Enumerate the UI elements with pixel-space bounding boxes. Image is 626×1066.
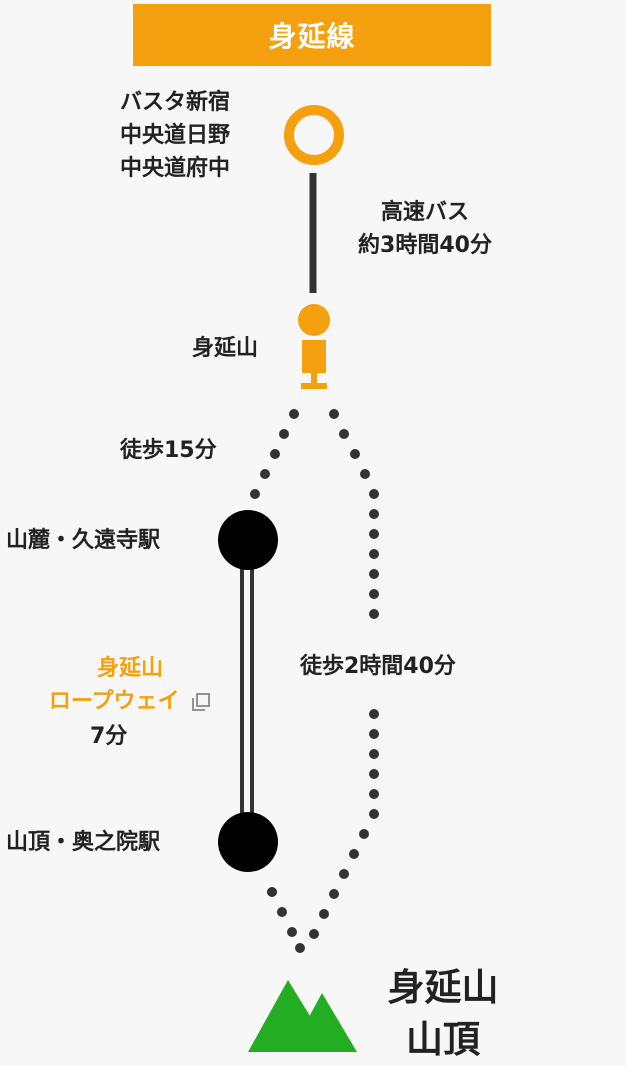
walk-dot	[349, 849, 359, 859]
stop-minobusan: 身延山	[192, 336, 259, 361]
summit-line-2: 山頂	[406, 1018, 480, 1061]
summit-label: 身延山 山頂	[376, 962, 510, 1066]
walk-short-label: 徒歩15分	[120, 438, 217, 463]
ropeway-name-2[interactable]: ロープウェイ	[48, 689, 180, 714]
walk-dot	[339, 429, 349, 439]
ropeway-label: 身延山 ロープウェイ	[30, 652, 230, 718]
bus-stop-sign-icon	[298, 304, 330, 389]
walk-dot	[277, 907, 287, 917]
walk-dot	[319, 909, 329, 919]
summit-line-1: 身延山	[387, 966, 499, 1009]
walk-dot	[287, 927, 297, 937]
walk-dot	[369, 589, 379, 599]
walk-dot	[369, 769, 379, 779]
walk-dot	[369, 549, 379, 559]
bus-mode: 高速バス	[380, 200, 469, 225]
route-header: 身延線	[133, 4, 491, 66]
walk-dot	[260, 469, 270, 479]
route-title: 身延線	[268, 20, 356, 53]
walk-dot	[359, 829, 369, 839]
walk-dot	[289, 409, 299, 419]
walk-dot	[369, 609, 379, 619]
walk-dot	[369, 489, 379, 499]
walk-dot	[270, 449, 280, 459]
walk-dot	[339, 869, 349, 879]
origin-stop-2: 中央道日野	[120, 123, 231, 148]
walk-dot	[369, 809, 379, 819]
walk-dot	[369, 709, 379, 719]
walk-dot	[329, 889, 339, 899]
external-link-icon[interactable]	[191, 692, 211, 712]
walk-dots-long	[309, 409, 379, 939]
walk-dot	[369, 529, 379, 539]
origin-stop-1: バスタ新宿	[120, 90, 231, 115]
mountain-icon	[248, 980, 357, 1052]
walk-dot	[295, 943, 305, 953]
walk-dot	[329, 409, 339, 419]
station-dot-icon	[218, 812, 278, 872]
walk-dot	[369, 729, 379, 739]
walk-dot	[250, 489, 260, 499]
walk-dot	[267, 887, 277, 897]
walk-dot	[369, 569, 379, 579]
origin-stop-3: 中央道府中	[120, 156, 231, 181]
walk-dot	[369, 789, 379, 799]
walk-dot	[369, 749, 379, 759]
walk-dot	[369, 509, 379, 519]
origin-stops: バスタ新宿 中央道日野 中央道府中	[120, 86, 230, 185]
ropeway-cable	[240, 568, 254, 816]
walk-dots-short	[250, 409, 299, 499]
walk-dot	[360, 469, 370, 479]
station-sancho: 山頂・奥之院駅	[6, 830, 161, 855]
walk-dot	[350, 449, 360, 459]
walk-long-label: 徒歩2時間40分	[300, 654, 456, 679]
walk-dots-descent	[267, 887, 305, 953]
station-sanroku: 山麓・久遠寺駅	[6, 528, 161, 553]
ropeway-time: 7分	[90, 724, 128, 749]
station-dot-icon	[218, 510, 278, 570]
ring-stop-icon	[284, 105, 344, 165]
bus-time: 約3時間40分	[358, 233, 492, 258]
ropeway-name-1: 身延山	[96, 656, 163, 681]
walk-dot	[279, 429, 289, 439]
walk-dot	[309, 929, 319, 939]
ropeway-link[interactable]: ロープウェイ	[30, 685, 230, 718]
bus-leg-label: 高速バス 約3時間40分	[345, 196, 505, 262]
